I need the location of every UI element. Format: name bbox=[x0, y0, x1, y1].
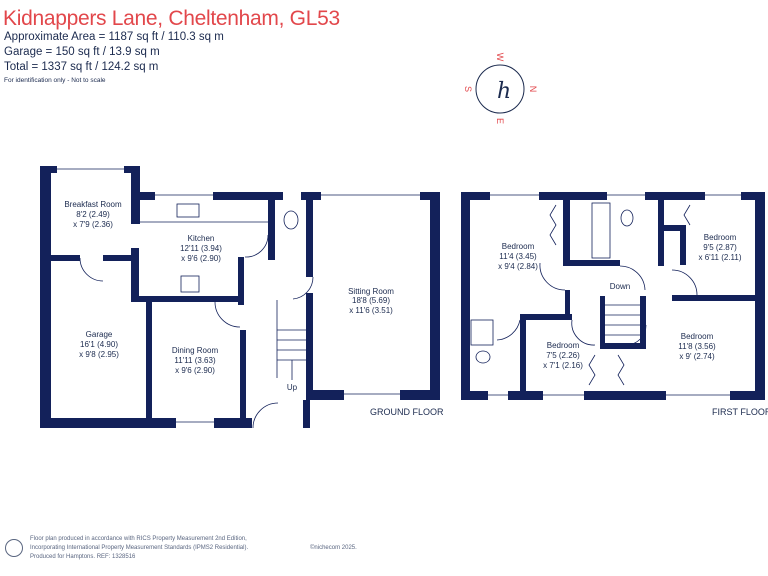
door-swing bbox=[244, 234, 269, 258]
room-dim: x 9'4 (2.84) bbox=[498, 262, 538, 271]
person-icon bbox=[5, 539, 23, 557]
compass-n: N bbox=[528, 86, 538, 93]
compass-w: W bbox=[495, 53, 505, 62]
room-name: Bedroom bbox=[681, 332, 714, 341]
stairs-label: Up bbox=[287, 383, 298, 392]
door-swing bbox=[252, 402, 279, 429]
compass-icon: h W N S E bbox=[463, 53, 538, 124]
room-name: Dining Room bbox=[172, 346, 219, 355]
room-dim: 11'11 (3.63) bbox=[174, 356, 216, 365]
room-dim: 16'1 (4.90) bbox=[80, 340, 118, 349]
bath-icon bbox=[591, 202, 611, 259]
stairs-label: Down bbox=[610, 282, 630, 291]
room-dim: 8'2 (2.49) bbox=[76, 210, 110, 219]
room-dim: x 9'8 (2.95) bbox=[79, 350, 119, 359]
room-name: Bedroom bbox=[502, 242, 535, 251]
shower-icon bbox=[470, 319, 494, 346]
floor-label: FIRST FLOOR bbox=[712, 407, 768, 417]
room-name: Garage bbox=[86, 330, 113, 339]
wardrobe-icon bbox=[549, 204, 557, 246]
room-name: Kitchen bbox=[188, 234, 215, 243]
sink-icon bbox=[176, 203, 200, 218]
room-dim: 12'11 (3.94) bbox=[180, 244, 222, 253]
scale-note: For identification only - Not to scale bbox=[4, 77, 106, 84]
ground-floor-labels: Breakfast Room 8'2 (2.49) x 7'9 (2.36) K… bbox=[64, 200, 444, 417]
garage-area: Garage = 150 sq ft / 13.9 sq m bbox=[4, 46, 160, 58]
approx-area: Approximate Area = 1187 sq ft / 110.3 sq… bbox=[4, 31, 224, 43]
room-dim: x 9'6 (2.90) bbox=[175, 366, 215, 375]
wardrobe-icon bbox=[683, 204, 691, 226]
room-dim: x 7'1 (2.16) bbox=[543, 361, 583, 370]
first-floor-fixtures bbox=[470, 194, 741, 396]
ground-floor-walls bbox=[40, 166, 440, 428]
door-swing bbox=[571, 319, 596, 346]
room-name: Breakfast Room bbox=[64, 200, 122, 209]
wardrobe-icon bbox=[617, 354, 625, 386]
hob-icon bbox=[180, 275, 200, 293]
door-swing bbox=[79, 257, 104, 282]
door-swing bbox=[496, 319, 521, 341]
first-floor-walls bbox=[461, 192, 765, 400]
toilet-icon bbox=[620, 209, 634, 227]
staircase-icon bbox=[605, 304, 640, 336]
room-dim: x 11'6 (3.51) bbox=[349, 306, 393, 315]
footer-line: Produced for Hamptons. REF: 1328516 bbox=[30, 554, 136, 560]
room-dim: 11'4 (3.45) bbox=[499, 252, 537, 261]
room-name: Bedroom bbox=[547, 341, 580, 350]
footer-line: Incorporating International Property Mea… bbox=[30, 545, 249, 551]
door-swing bbox=[539, 262, 566, 291]
room-name: Bedroom bbox=[704, 233, 737, 242]
ground-floor-fixtures bbox=[57, 168, 420, 429]
door-swing bbox=[625, 324, 647, 346]
room-dim: x 7'9 (2.36) bbox=[73, 220, 113, 229]
toilet-icon bbox=[283, 210, 299, 230]
staircase-icon bbox=[276, 300, 306, 380]
room-dim: 11'8 (3.56) bbox=[678, 342, 716, 351]
compass-s: S bbox=[463, 86, 473, 92]
footer-line: Floor plan produced in accordance with R… bbox=[30, 536, 247, 542]
door-swing bbox=[292, 276, 314, 300]
copyright: ©nichecom 2025. bbox=[310, 545, 357, 551]
first-floor-labels: Bedroom 11'4 (3.45) x 9'4 (2.84) Bedroom… bbox=[498, 233, 768, 417]
room-dim: 9'5 (2.87) bbox=[703, 243, 737, 252]
footer: Floor plan produced in accordance with R… bbox=[30, 535, 357, 562]
room-dim: 7'5 (2.26) bbox=[546, 351, 580, 360]
door-swing bbox=[214, 301, 241, 328]
toilet-icon bbox=[475, 350, 491, 364]
door-swing bbox=[671, 269, 698, 296]
floor-label: GROUND FLOOR bbox=[370, 407, 444, 417]
room-dim: 18'8 (5.69) bbox=[352, 296, 390, 305]
room-name: Sitting Room bbox=[348, 287, 394, 296]
property-title: Kidnappers Lane, Cheltenham, GL53 bbox=[3, 7, 340, 30]
total-area: Total = 1337 sq ft / 124.2 sq m bbox=[4, 61, 159, 73]
door-swing bbox=[619, 265, 646, 291]
room-dim: x 6'11 (2.11) bbox=[698, 253, 741, 262]
room-dim: x 9'6 (2.90) bbox=[181, 254, 221, 263]
compass-e: E bbox=[495, 118, 505, 124]
room-dim: x 9' (2.74) bbox=[679, 352, 715, 361]
compass-logo: h bbox=[497, 79, 511, 104]
wardrobe-icon bbox=[588, 354, 596, 386]
